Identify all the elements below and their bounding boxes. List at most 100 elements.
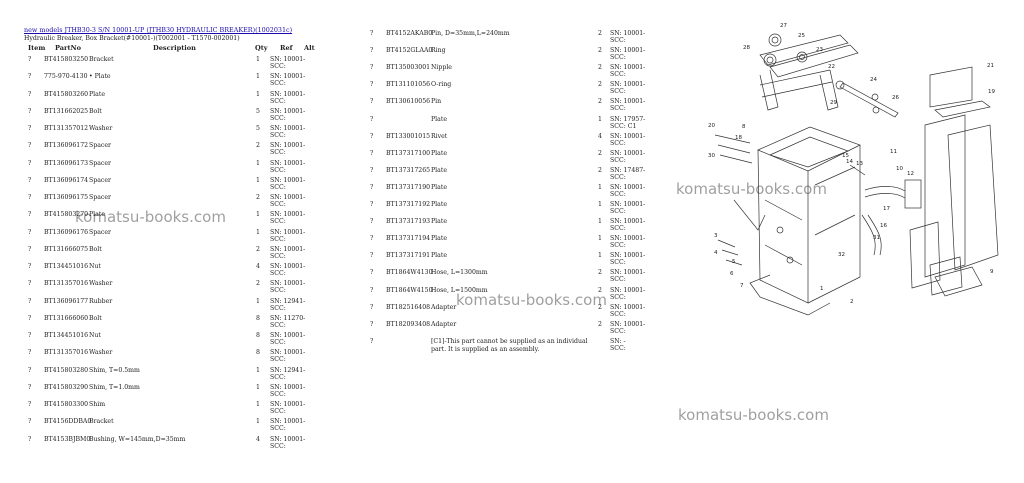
partno-cell: BT1864W4130 (386, 269, 433, 277)
callout-label: 26 (892, 95, 899, 101)
partno-cell: BT415803250 (44, 56, 89, 63)
callout-label: 7 (740, 283, 744, 289)
ref-cell: SN: 10001- (610, 269, 646, 277)
model-link[interactable]: new models JTHB30-3 S/N 10001-UP (JTHB30… (24, 26, 293, 34)
partno-cell: BT131357016 (44, 280, 89, 288)
item-cell: ? (28, 176, 32, 184)
partno-cell: BT131662025 (44, 107, 89, 115)
item-cell: ? (28, 314, 32, 322)
description-cell: Shim (89, 401, 106, 408)
partno-cell: BT136096177 (44, 297, 89, 305)
partno-cell: BT133001015 (386, 132, 431, 140)
description-cell: Spacer (89, 176, 111, 184)
ref-cell: SN: 10001- (610, 218, 646, 226)
description-cell: Spacer (89, 159, 111, 167)
description-cell: Bracket (89, 56, 114, 63)
qty-cell: 1 (598, 218, 602, 226)
item-cell: ? (370, 337, 374, 345)
qty-cell: 1 (598, 183, 602, 191)
ref-cell: SN: 10001- (610, 30, 646, 37)
ref-cell: SN: 10001- (270, 401, 306, 408)
partno-cell: BT182516408 (386, 303, 431, 311)
qty-cell: 1 (256, 366, 260, 374)
description-cell: Bolt (89, 314, 102, 322)
qty-cell: 1 (256, 383, 260, 391)
qty-cell: 2 (598, 98, 602, 106)
qty-cell: 1 (256, 401, 260, 408)
partno-cell: BT136096173 (44, 159, 89, 167)
description-cell: • Plate (89, 73, 111, 81)
qty-cell: 4 (256, 263, 260, 270)
ref-cell: SN: 10001- (610, 303, 646, 311)
item-cell: ? (28, 280, 32, 288)
qty-cell: 2 (598, 320, 602, 328)
ref-cell: SCC: (610, 310, 626, 318)
partno-cell: BT136096176 (44, 228, 89, 236)
item-cell: ? (28, 159, 32, 167)
ref-cell: SN: 10001- (270, 228, 306, 236)
partno-cell: BT4153BJBM0 (44, 435, 91, 443)
item-cell: ? (370, 115, 374, 123)
partno-cell: BT137317192 (386, 201, 431, 208)
item-cell: ? (370, 98, 374, 106)
item-cell: ? (370, 166, 374, 174)
ref-cell: SCC: (270, 321, 286, 329)
item-cell: ? (28, 418, 32, 426)
description-cell: Spacer (89, 142, 111, 150)
qty-cell: 2 (598, 303, 602, 311)
callout-label: 21 (987, 63, 994, 69)
watermark: komatsu-books.com (75, 208, 226, 226)
watermark: komatsu-books.com (678, 406, 829, 424)
ref-cell: SN: 10001- (270, 176, 306, 184)
description-cell: Nipple (431, 64, 452, 72)
col-alt: Alt (304, 44, 315, 52)
item-cell: ? (28, 263, 32, 270)
partno-cell: BT415803290 (44, 383, 89, 391)
description-cell: Hose, L=1300mm (431, 269, 488, 277)
item-cell: ? (28, 228, 32, 236)
partno-cell: BT4152GLAA0 (386, 47, 433, 55)
description-cell: Washer (89, 280, 113, 288)
ref-cell: SN: 10001- (270, 332, 306, 339)
partno-cell: BT136096175 (44, 194, 89, 201)
ref-cell: SN: 10001- (270, 194, 306, 201)
pin-assembly-top (759, 33, 859, 111)
partno-cell: BT4152AKAB0 (386, 30, 433, 37)
ref-cell: SN: 10001- (610, 98, 646, 106)
qty-cell: 2 (598, 30, 602, 37)
callout-label: 27 (780, 23, 787, 29)
description-cell: Shim, T=1.0mm (89, 383, 140, 391)
ref-cell: SN: 10001- (270, 142, 306, 150)
description-cell: Bracket (89, 418, 114, 426)
qty-cell: 4 (256, 435, 260, 443)
ref-cell: SN: 17957- (610, 115, 646, 123)
item-cell: ? (28, 435, 32, 443)
ref-cell: SCC: C1 (610, 122, 637, 130)
box-bracket (749, 126, 861, 316)
col-item: Item (28, 44, 46, 52)
item-cell: ? (28, 332, 32, 339)
item-cell: ? (28, 211, 32, 219)
partno-cell: BT182093408 (386, 320, 431, 328)
ref-cell: SN: 10001- (270, 73, 306, 81)
qty-cell: 2 (598, 64, 602, 72)
callout-label: 10 (896, 166, 903, 172)
description-cell: Pin (431, 98, 442, 106)
ref-cell: SCC: (610, 208, 626, 215)
ref-cell: SCC: (270, 63, 286, 70)
description-cell: Plate (431, 115, 447, 123)
callout-label: 3 (714, 233, 718, 239)
ref-cell: SCC: (270, 201, 286, 208)
ref-cell: SCC: (270, 270, 286, 277)
ref-cell: SCC: (610, 276, 626, 284)
description-cell: Hose, L=1500mm (431, 286, 488, 294)
callout-label: 4 (714, 250, 718, 256)
ref-cell: SN: 11270- (270, 314, 306, 322)
partno-cell: BT137317191 (386, 252, 431, 260)
qty-cell: 2 (598, 286, 602, 294)
qty-cell: 1 (256, 73, 260, 81)
qty-cell: 1 (598, 235, 602, 243)
ref-cell: SCC: (270, 287, 286, 295)
item-cell: ? (370, 132, 374, 140)
